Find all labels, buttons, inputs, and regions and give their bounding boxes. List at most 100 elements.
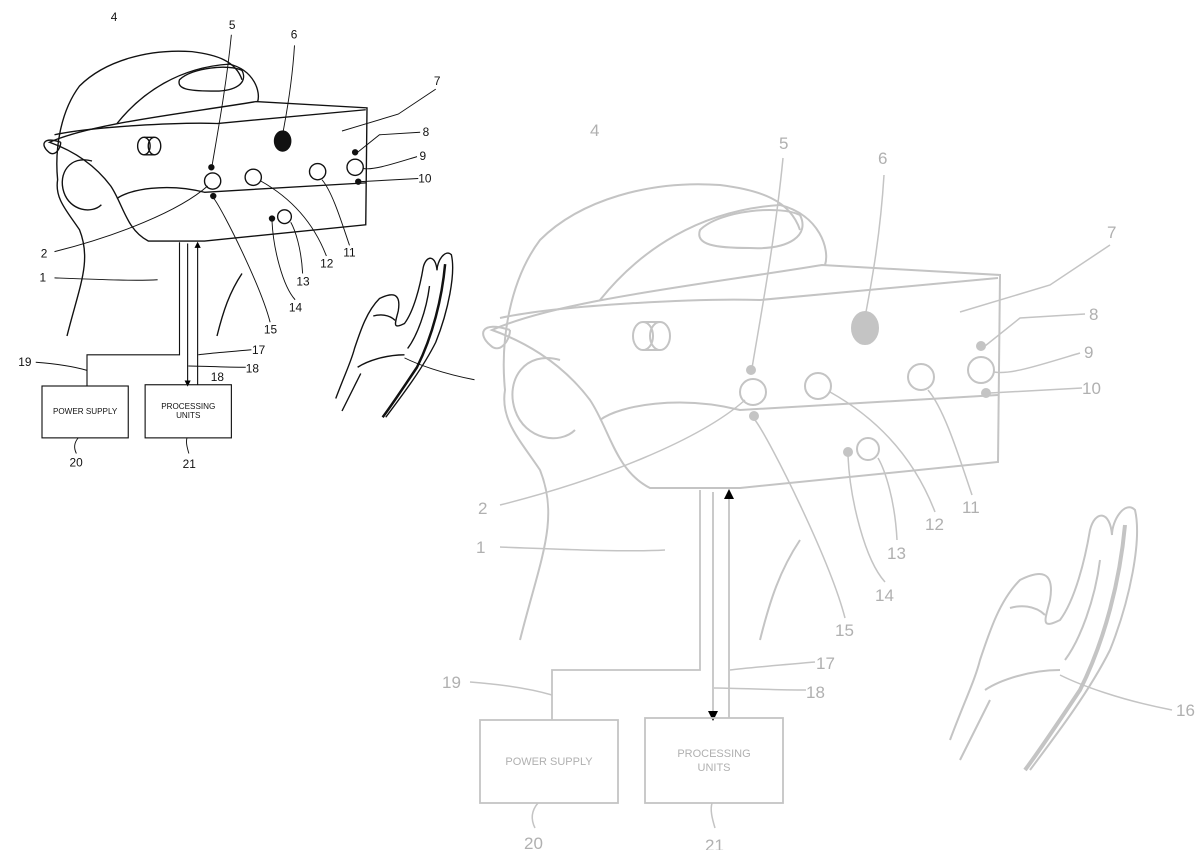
label-9: 9 [1084,343,1093,362]
strap-window [698,209,804,250]
head-strap [116,63,260,124]
label-17: 17 [252,343,265,357]
processing-units-label-1: PROCESSING [677,748,750,760]
dot-10 [981,388,991,398]
label-15: 15 [264,323,278,337]
headset-figure-small: POWER SUPPLY PROCESSING UNITS 2 1 4 5 6 … [18,10,475,471]
power-supply-box [479,719,619,804]
label-14: 14 [875,586,894,605]
label-20: 20 [70,456,84,470]
label-15: 15 [835,621,854,640]
label-12: 12 [925,515,944,534]
label-20: 20 [524,834,543,850]
strap-window [178,66,245,92]
label-4: 4 [111,10,118,24]
headset-figure-small-holder: POWER SUPPLY PROCESSING UNITS 2 1 4 5 6 … [18,10,475,471]
sensor-5 [203,172,222,190]
dot-15 [210,192,217,200]
sensor-5 [739,378,767,406]
power-supply-label: POWER SUPPLY [505,756,593,768]
headset-top-edge [54,109,366,136]
label-2: 2 [41,246,48,260]
head-outline [502,183,801,641]
leader-lines [469,157,1173,829]
label-5: 5 [229,18,236,32]
hand-drawing [949,506,1138,772]
headset-body [489,263,1002,489]
head-outline [56,50,243,337]
neck-line [759,539,801,641]
side-camera-body [143,136,155,156]
ear-outline [511,357,576,440]
headset-body [47,100,368,242]
label-13: 13 [296,274,310,288]
sensor-13 [276,209,293,225]
label-21: 21 [183,457,197,471]
face-gasket [599,394,999,421]
head-strap [599,203,828,301]
label-1: 1 [476,538,485,557]
processing-units-label-2: UNITS [698,762,731,774]
label-11: 11 [343,246,356,260]
reference-numerals: 2 1 4 5 6 7 8 9 10 11 12 13 14 15 18 17 … [18,10,440,471]
label-9: 9 [420,149,427,163]
headset-top-edge [499,277,999,319]
label-17: 17 [816,654,835,673]
sensor-9 [346,158,364,177]
label-14: 14 [289,301,303,315]
label-10: 10 [418,171,432,185]
label-11: 11 [962,498,980,517]
label-4: 4 [590,121,599,140]
label-8: 8 [1089,305,1098,324]
sensor-9 [967,356,995,384]
sensor-12 [244,168,263,187]
headset-figure-large: POWER SUPPLY PROCESSING UNITS 2 1 4 5 6 … [442,121,1195,850]
label-13: 13 [887,544,906,563]
label-6: 6 [291,28,298,42]
dot-5 [208,164,215,171]
label-hand: 16 [1176,701,1195,720]
label-5: 5 [779,134,788,153]
label-hand: 18 [211,370,225,384]
label-19: 19 [442,673,461,692]
label-6: 6 [878,149,887,168]
side-camera-lens [649,321,671,351]
label-1: 1 [40,271,47,285]
dot-15 [749,411,759,421]
label-12: 12 [320,256,333,270]
power-supply-box [41,385,129,439]
power-cable [551,490,701,720]
label-18: 18 [806,683,825,702]
processing-units-label-2: UNITS [176,411,201,420]
strap-rear [43,139,62,155]
label-18: 18 [246,361,260,375]
label-10: 10 [1082,379,1101,398]
power-supply-label: POWER SUPPLY [53,407,118,416]
sensor-11 [907,363,935,391]
sensor-6 [273,130,292,152]
side-camera-body [643,321,660,351]
leader-lines [35,34,475,454]
processing-units-box [644,717,784,804]
processing-units-label-1: PROCESSING [161,402,215,411]
neck-line [216,273,243,337]
label-2: 2 [478,499,487,518]
label-8: 8 [423,125,430,139]
side-camera-lens [147,136,162,156]
sensor-11 [308,162,327,181]
power-cable [86,242,181,386]
processing-units-box [144,384,232,439]
dot-8 [976,341,986,351]
sensor-13 [856,437,880,461]
dot-14 [268,215,276,222]
hand-drawing [335,252,454,418]
sensor-6 [851,311,879,345]
label-19: 19 [18,355,32,369]
dot-8 [351,149,359,156]
dot-10 [355,178,362,185]
ear-outline [61,159,102,211]
face-gasket [116,182,366,200]
label-7: 7 [434,74,441,88]
sensor-12 [804,372,832,400]
